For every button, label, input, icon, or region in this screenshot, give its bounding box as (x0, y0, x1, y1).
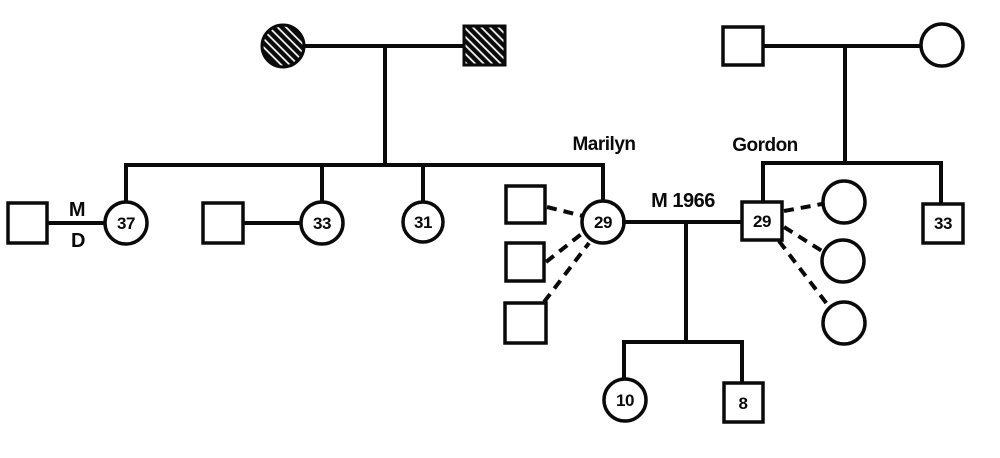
grandmother-left-affected-circle (260, 23, 306, 69)
sister-33-age: 33 (313, 214, 331, 233)
son-age: 8 (739, 394, 748, 413)
marilyn-name-label: Marilyn (572, 134, 635, 155)
sister-37-exhusband-square (6, 201, 49, 245)
sister-37-circle (103, 200, 149, 246)
gordon-age: 29 (753, 212, 771, 231)
grandfather-right-square (721, 25, 765, 67)
gordon-former-partner-circle-2 (820, 238, 866, 284)
sister-31-age: 31 (414, 213, 432, 232)
grandfather-left-affected-square (462, 24, 507, 67)
divorced-label: D (71, 230, 85, 252)
sibship-line-children (622, 340, 744, 385)
marilyn-former-partner-square-1 (504, 184, 547, 225)
sibship-line-right-family (761, 161, 943, 206)
gordon-square (740, 200, 784, 242)
marilyn-former-partner-square-2 (504, 241, 546, 283)
marriage-year-label: M 1966 (651, 190, 715, 212)
grandmother-right-circle (919, 22, 965, 68)
gordon-former-partner-circle-3 (821, 300, 867, 346)
sister-31-circle (401, 200, 445, 244)
dashed-relationship-line-marilyn-1 (546, 205, 584, 218)
married-label: M (69, 199, 85, 221)
sister-37-age: 37 (117, 214, 135, 233)
gordon-former-partner-circle-1 (821, 179, 867, 225)
dashed-relationship-line-marilyn-3 (542, 241, 591, 304)
dashed-relationship-line-gordon-1 (783, 202, 823, 213)
dashed-relationship-line-gordon-2 (782, 225, 824, 253)
daughter-10-circle (602, 377, 648, 423)
sister-33-husband-square (201, 201, 245, 245)
gordon-brother-age: 33 (934, 214, 952, 233)
son-8-square (722, 381, 765, 424)
daughter-age: 10 (616, 391, 634, 410)
marilyn-age: 29 (594, 213, 612, 232)
gordon-brother-33-square (921, 202, 965, 245)
dashed-relationship-line-marilyn-2 (544, 230, 586, 264)
gordon-name-label: Gordon (732, 135, 798, 156)
sister-33-circle (299, 200, 345, 246)
marilyn-former-partner-square-3 (503, 301, 548, 345)
dashed-relationship-line-gordon-3 (777, 239, 829, 306)
sibship-line-left-family (124, 163, 605, 204)
